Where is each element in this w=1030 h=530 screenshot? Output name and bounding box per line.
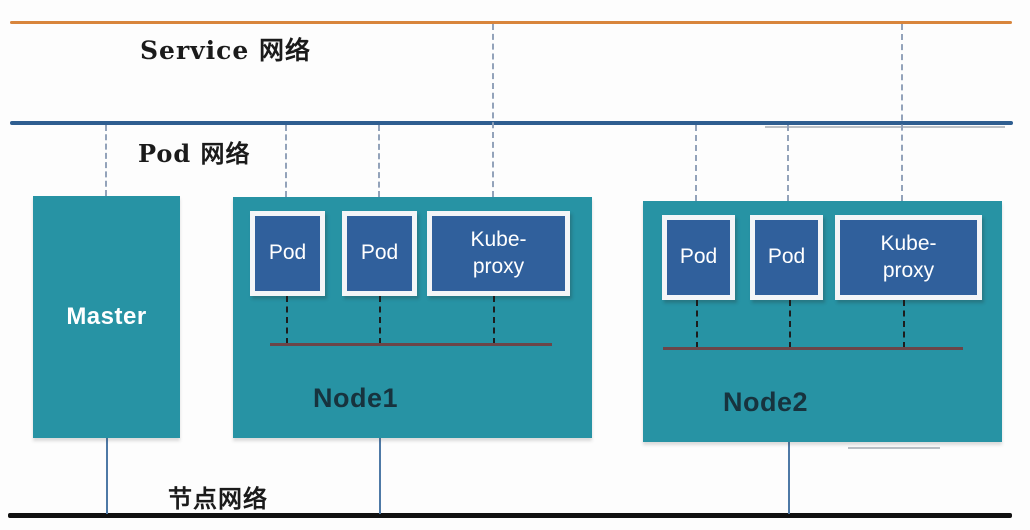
node1-label: Node1	[313, 383, 399, 413]
dashed-connector-servicenet-node1-kubeproxy	[492, 24, 494, 197]
dashed-connector-podnet-node2-pod2	[787, 125, 789, 201]
master-label: Master	[66, 303, 147, 330]
dashed-connector-podnet-master	[105, 125, 107, 196]
node1-pod2-box: Pod	[342, 211, 417, 296]
solid-connector-node2-nodenet	[788, 442, 790, 514]
node-network-label: 节点网络	[168, 484, 268, 513]
node1-box: Pod Pod Kube- proxy Node1	[233, 197, 592, 438]
node2-pod2-bus-dash	[789, 300, 791, 348]
node1-kubeproxy-bus-dash	[493, 296, 495, 344]
pod-network-line	[10, 121, 1013, 125]
node1-pod1-bus-dash	[286, 296, 288, 344]
dashed-connector-podnet-node2-pod1	[695, 125, 697, 201]
node1-kube-proxy-box: Kube- proxy	[427, 211, 570, 296]
dashed-connector-podnet-node1-pod1	[285, 125, 287, 197]
solid-connector-node1-nodenet	[379, 438, 381, 514]
node1-pod1-box: Pod	[250, 211, 325, 296]
node1-internal-bus-line	[270, 343, 552, 346]
node2-pod1-box: Pod	[662, 215, 735, 300]
node2-bottom-shadow	[848, 447, 940, 449]
node-network-line	[8, 513, 1012, 518]
master-box: Master	[33, 196, 180, 438]
node2-label: Node2	[723, 387, 809, 417]
pod-network-label: Pod 网络	[138, 139, 251, 168]
pod-network-line-shadow	[765, 126, 1005, 128]
node2-internal-bus-line	[663, 347, 963, 350]
node2-kubeproxy-bus-dash	[903, 300, 905, 348]
service-network-label: Service 网络	[140, 36, 311, 65]
dashed-connector-servicenet-node2-kubeproxy	[901, 24, 903, 201]
node2-pod1-bus-dash	[696, 300, 698, 348]
node2-kube-proxy-box: Kube- proxy	[835, 215, 982, 300]
node2-box: Pod Pod Kube- proxy Node2	[643, 201, 1002, 442]
node2-pod2-box: Pod	[750, 215, 823, 300]
dashed-connector-podnet-node1-pod2	[378, 125, 380, 197]
solid-connector-master-nodenet	[106, 438, 108, 514]
service-network-line	[10, 21, 1012, 24]
node1-pod2-bus-dash	[379, 296, 381, 344]
